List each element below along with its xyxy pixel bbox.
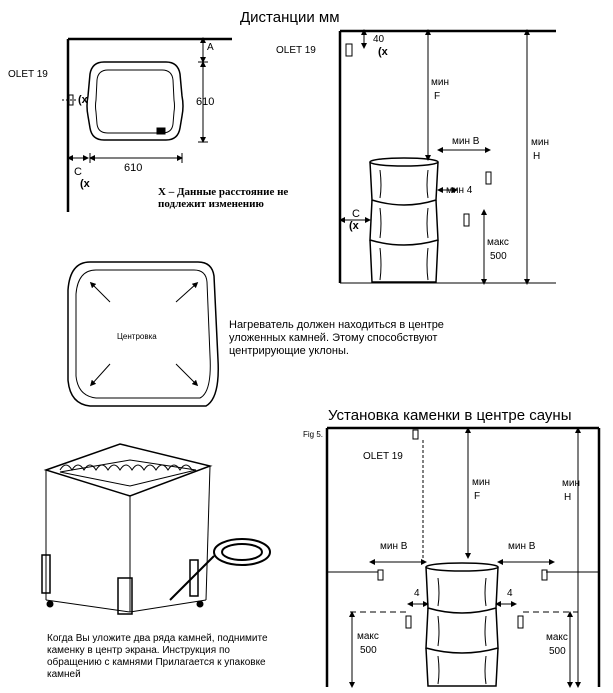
- min-h-line1: мин: [531, 137, 549, 148]
- min-4-label: мин 4: [446, 185, 473, 196]
- fig-label: Fig 5.: [303, 430, 324, 439]
- centering-note: Нагреватель должен находиться в центре у…: [229, 319, 444, 357]
- bottom-four-left: 4: [414, 588, 420, 599]
- olet-label: OLET 19: [8, 69, 48, 80]
- dim-40-label: 40: [373, 34, 385, 45]
- bottom-max-right-line1: макс: [546, 632, 568, 643]
- top-right-elevation: [338, 29, 556, 285]
- mark-x-top: (x: [378, 46, 388, 58]
- olet-label-bottom: OLET 19: [363, 451, 403, 462]
- dim-610-vertical-label: 610: [196, 96, 215, 108]
- mark-x-label: (x: [80, 178, 90, 190]
- page-title: Дистанции мм: [240, 9, 340, 26]
- bottom-min-h-line1: мин: [562, 478, 580, 489]
- bottom-min-b-left: мин B: [380, 541, 408, 552]
- mark-x-label-2: (x: [78, 94, 88, 106]
- min-f-line1: мин: [431, 77, 449, 88]
- centering-plan: [67, 261, 219, 407]
- max-label-line2: 500: [490, 251, 507, 262]
- min-f-line2: F: [434, 91, 441, 102]
- bottom-max-left-line1: макс: [357, 631, 379, 642]
- bottom-max-right-line2: 500: [549, 646, 566, 657]
- stones-note: Когда Вы уложите два ряда камней, подним…: [47, 633, 268, 680]
- bottom-max-left-line2: 500: [360, 645, 377, 656]
- center-label: Центровка: [117, 332, 157, 341]
- dim-a-label: A: [207, 42, 214, 53]
- dim-c-label: C: [74, 166, 82, 178]
- min-h-line2: H: [533, 151, 541, 162]
- top-left-plan: [62, 37, 232, 212]
- dim-c-right: C: [352, 208, 360, 220]
- olet-label-right: OLET 19: [276, 45, 316, 56]
- mark-x-side: (x: [349, 220, 359, 232]
- min-b-label: мин B: [452, 136, 480, 147]
- bottom-min-f-line1: мин: [472, 477, 490, 488]
- fixed-distance-note: X – Данные расстояние не подлежит измене…: [158, 186, 289, 210]
- centre-installation: [325, 426, 601, 688]
- max-label-line1: макс: [487, 237, 509, 248]
- bottom-min-b-right: мин B: [508, 541, 536, 552]
- bottom-min-f-line2: F: [474, 491, 481, 502]
- centre-install-title: Установка каменки в центре сауны: [328, 407, 572, 424]
- dim-610-horizontal-label: 610: [124, 162, 143, 174]
- bottom-four-right: 4: [507, 588, 513, 599]
- bottom-min-h-line2: H: [564, 492, 572, 503]
- stand-sketch: [41, 443, 271, 615]
